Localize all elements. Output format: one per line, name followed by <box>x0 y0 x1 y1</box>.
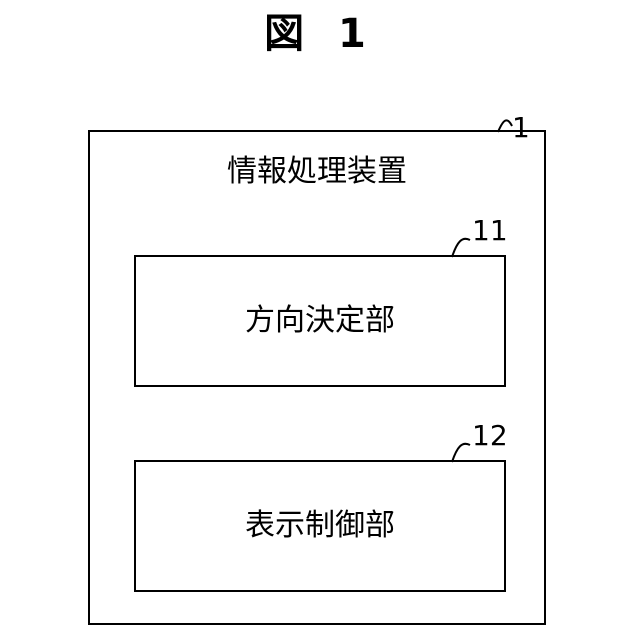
reference-numeral-1: 1 <box>512 112 530 144</box>
figure-title: 図 1 <box>0 10 640 58</box>
reference-numeral-11: 11 <box>472 215 508 247</box>
display-control-unit-label: 表示制御部 <box>245 506 395 546</box>
direction-determination-unit-box: 方向決定部 <box>134 255 506 387</box>
device-label: 情報処理装置 <box>90 152 544 192</box>
display-control-unit-box: 表示制御部 <box>134 460 506 592</box>
reference-numeral-12: 12 <box>472 420 508 452</box>
direction-determination-unit-label: 方向決定部 <box>245 301 395 341</box>
